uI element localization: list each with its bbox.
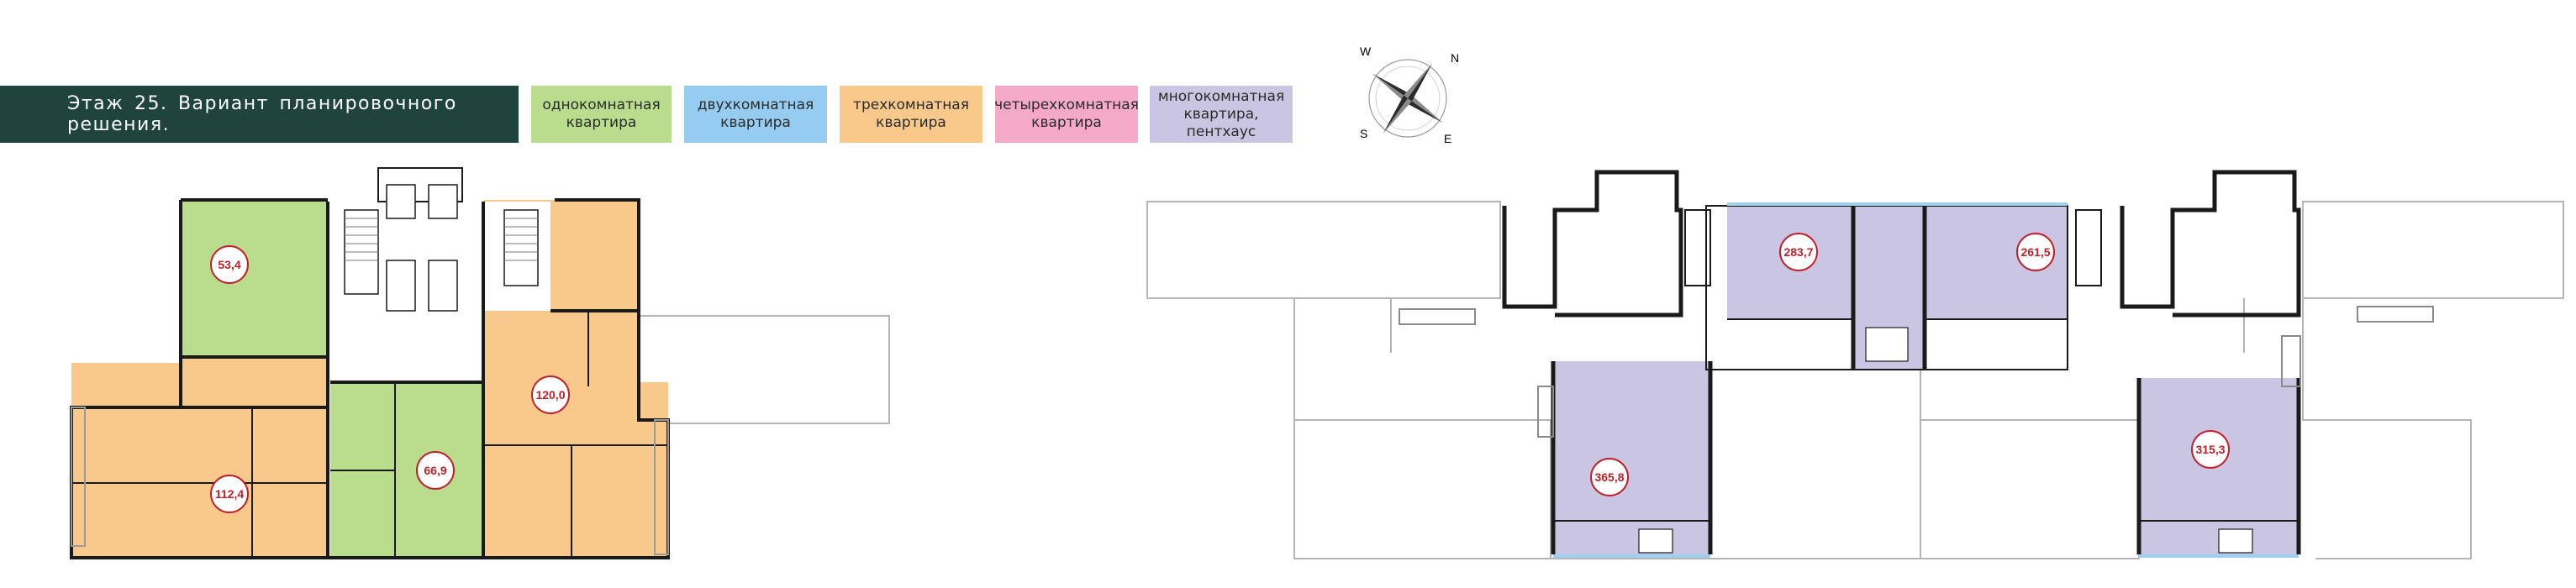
area-badge-112-4: 112,4 [210, 475, 249, 513]
area-badge-53-4: 53,4 [210, 245, 249, 284]
compass-label-n: N [1451, 51, 1459, 65]
right-plan: 283,7 261,5 365,8 315,3 [1146, 170, 2564, 559]
legend-four-room-line2: квартира [1031, 114, 1102, 131]
area-label-261-5: 261,5 [2020, 245, 2050, 259]
legend-one-room-line2: квартира [566, 114, 637, 131]
area-badge-283-7: 283,7 [1779, 233, 1818, 271]
legend-three-room-line2: квартира [876, 114, 946, 131]
legend-one-room-line1: однокомнатная [542, 97, 661, 113]
area-label-53-4: 53,4 [218, 258, 240, 271]
compass-label-s: S [1360, 127, 1367, 140]
legend-three-room-line1: трехкомнатная [853, 97, 969, 113]
floor-title: Этаж 25. Вариант планировочного решения. [0, 86, 519, 143]
legend-two-room-line2: квартира [720, 114, 791, 131]
area-label-283-7: 283,7 [1783, 245, 1813, 259]
area-label-66-9: 66,9 [424, 464, 446, 477]
left-plan: 53,4 120,0 112,4 66,9 [70, 167, 890, 559]
legend-one-room: однокомнатная квартира [531, 86, 672, 143]
legend-four-room-line1: четырехкомнатная [994, 97, 1139, 113]
area-label-315-3: 315,3 [2195, 443, 2225, 456]
area-badge-315-3: 315,3 [2191, 430, 2230, 469]
legend-two-room-line1: двухкомнатная [697, 97, 814, 113]
legend-three-room: трехкомнатная квартира [840, 86, 982, 143]
area-label-112-4: 112,4 [215, 487, 244, 501]
area-badge-66-9: 66,9 [416, 451, 455, 490]
compass-label-e: E [1444, 132, 1451, 145]
area-badge-261-5: 261,5 [2016, 233, 2055, 271]
legend-two-room: двухкомнатная квартира [684, 86, 827, 143]
apartment-365-8 [1553, 361, 1710, 554]
legend-penthouse-line1: многокомнатная [1157, 87, 1285, 105]
area-badge-365-8: 365,8 [1590, 458, 1629, 496]
legend-penthouse-line3: пентхаус [1186, 123, 1256, 140]
compass-icon: N W S E [1360, 45, 1459, 145]
legend-penthouse-line2: квартира, [1183, 105, 1259, 123]
legend-four-room: четырехкомнатная квартира [994, 86, 1139, 143]
legend-penthouse: многокомнатная квартира, пентхаус [1150, 86, 1293, 143]
apartment-53-4 [181, 200, 328, 358]
area-badge-120-0: 120,0 [531, 375, 570, 414]
compass-label-w: W [1360, 45, 1372, 58]
area-label-365-8: 365,8 [1594, 470, 1624, 484]
area-label-120-0: 120,0 [535, 388, 565, 402]
